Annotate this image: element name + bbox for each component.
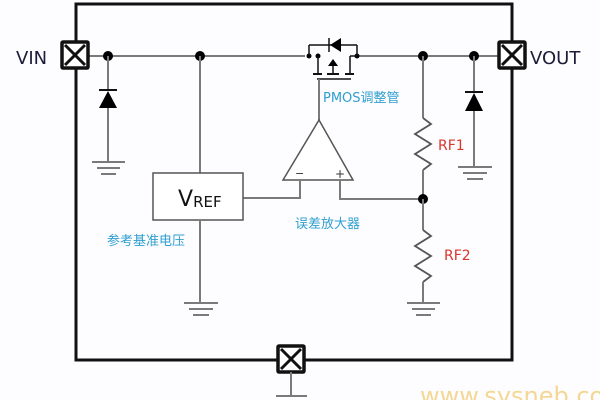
ground-icon (92, 161, 125, 175)
vref-label: VREF (178, 187, 222, 212)
rf1-resistor-icon (413, 117, 433, 171)
pmos-transistor-icon (306, 38, 360, 120)
amp-plus-label: + (335, 167, 345, 181)
pmos-label: PMOS调整管 (323, 91, 400, 106)
rf2-resistor-icon (413, 229, 433, 283)
vin-pin-icon (60, 40, 90, 70)
ic-boundary (74, 2, 514, 362)
gnd-pin-icon (276, 344, 306, 374)
watermark: www.sysneb.com (420, 382, 600, 400)
amp-label: 误差放大器 (295, 217, 360, 232)
amp-minus-wire (243, 180, 301, 199)
amp-minus-label: − (295, 167, 304, 180)
ground-icon (458, 166, 492, 180)
rf1-label: RF1 (438, 138, 465, 154)
vref-block (152, 172, 244, 221)
vout-label: VOUT (530, 48, 581, 69)
output-diode-icon (465, 56, 483, 167)
input-diode-icon (99, 56, 117, 162)
vout-pin-icon (497, 40, 527, 70)
error-amplifier-icon (281, 118, 355, 181)
vin-label: VIN (16, 48, 47, 69)
ground-icon (407, 302, 440, 316)
vref-desc-label: 参考基准电压 (107, 233, 185, 249)
amp-plus-wire (339, 180, 423, 200)
rf2-label: RF2 (444, 248, 471, 264)
ground-icon (184, 302, 218, 316)
